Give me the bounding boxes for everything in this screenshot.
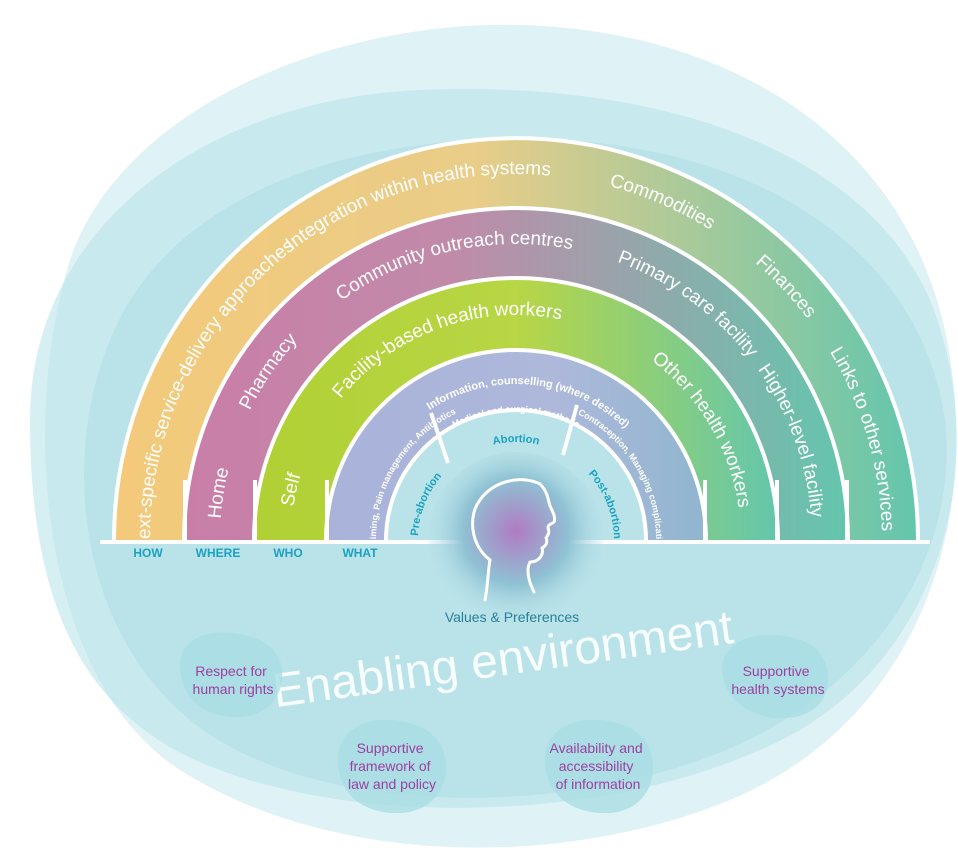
ring-who <box>254 278 778 540</box>
pillar-human-rights-line: human rights <box>193 681 274 697</box>
center-label: Values & Preferences <box>445 609 579 625</box>
pillar-information-line: Availability and <box>549 740 642 756</box>
pillar-health-systems-line: Supportive <box>743 663 810 679</box>
pillar-information-line: accessibility <box>559 758 634 774</box>
pillar-law-policy-line: Supportive <box>357 740 424 756</box>
pillar-human-rights-line: Respect for <box>195 663 267 679</box>
svg-text:Availability and accessi: Availability and accessibility of inform… <box>549 740 646 792</box>
pillar-information: Availability and accessibility of inform… <box>545 719 654 814</box>
pillar-human-rights: Respect for human rights <box>180 632 283 718</box>
svg-text:Respect for human rights: Respect for human rights <box>193 663 274 697</box>
ring-how <box>114 138 918 540</box>
phase-abortion: Abortion <box>492 433 541 448</box>
pillar-law-policy: Supportive framework of law and policy <box>338 719 447 814</box>
ring-what <box>326 350 706 540</box>
pillar-health-systems-line: health systems <box>731 681 824 697</box>
pillar-health-systems: Supportive health systems <box>722 634 829 719</box>
category-how: HOW <box>133 546 163 560</box>
svg-text:Supportive health system: Supportive health systems <box>731 663 824 697</box>
category-where: WHERE <box>196 546 241 560</box>
category-what: WHAT <box>342 546 378 560</box>
pillar-law-policy-line: law and policy <box>348 776 436 792</box>
pillar-information-line: of information <box>556 776 641 792</box>
category-who: WHO <box>273 546 302 560</box>
svg-text:Supportive framework of: Supportive framework of law and policy <box>348 740 436 792</box>
pillar-law-policy-line: framework of <box>350 758 431 774</box>
woman-profile-icon <box>428 452 604 628</box>
ring-where <box>184 208 848 540</box>
